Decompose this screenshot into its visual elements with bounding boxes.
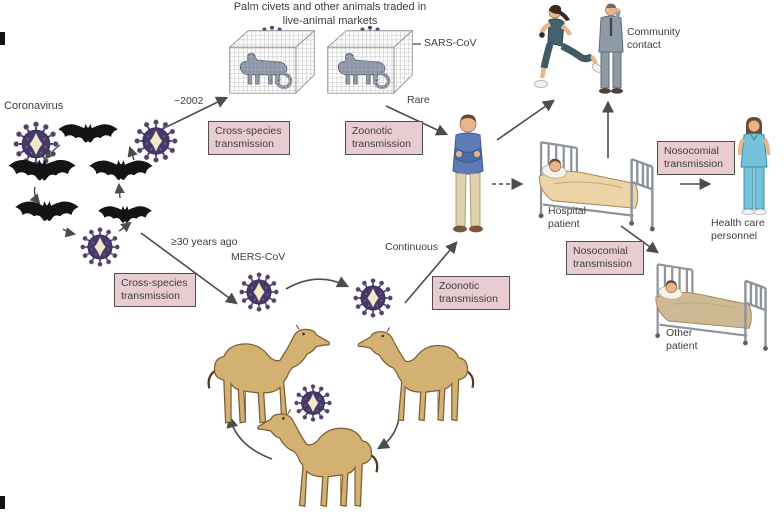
camel-icon — [256, 408, 379, 508]
cross-species-transmission-box: Cross-species transmission — [208, 121, 290, 156]
bat-icon — [15, 201, 79, 221]
palm-civets-caption: Palm civets and other animals traded in … — [233, 1, 427, 27]
arrow-bed-to-bed — [620, 225, 659, 254]
bat-icon — [98, 205, 152, 223]
virus-icon — [79, 226, 121, 268]
year-2002-label: ~2002 — [174, 95, 204, 107]
zoonotic-transmission-box: Zoonotic transmission — [345, 121, 423, 156]
mers-cov-label: MERS-CoV — [231, 251, 286, 263]
community-contact-label: Community contact — [627, 26, 681, 52]
businessman-icon — [597, 2, 625, 96]
arrow-bat-cycle-3 — [62, 227, 77, 238]
health-care-personnel-label: Health care personnel — [711, 217, 765, 243]
bat-icon — [58, 123, 118, 143]
virus-icon-mers — [352, 277, 394, 319]
arrow-bat-cycle-5 — [114, 182, 125, 199]
edge-artifact-mark — [0, 496, 5, 509]
bat-icon — [8, 159, 76, 181]
edge-artifact-mark — [0, 32, 5, 45]
caged-civet-icon — [226, 26, 318, 96]
arrow-30-years — [140, 232, 238, 305]
coronavirus-label: Coronavirus — [4, 100, 64, 112]
arrow-man-to-jogger — [496, 99, 555, 141]
infected-person-icon — [452, 113, 484, 233]
hospital-patient-label: Hospital patient — [548, 205, 586, 231]
arrow-continuous — [404, 241, 458, 304]
caged-civet-icon — [324, 26, 416, 96]
virus-icon-mers — [238, 271, 280, 313]
nosocomial-transmission-box: Nosocomial transmission — [657, 141, 735, 176]
rare-label: Rare — [407, 94, 430, 106]
nosocomial-transmission-box: Nosocomial transmission — [566, 241, 644, 276]
cross-species-transmission-box: Cross-species transmission — [114, 273, 196, 308]
arrow-camel-cycle-left — [226, 415, 273, 460]
nurse-icon — [737, 115, 771, 217]
arrow-rare — [385, 105, 449, 136]
arrow-bat-cycle-4 — [118, 221, 132, 233]
arrow-bat-cycle-6 — [127, 146, 138, 161]
continuous-label: Continuous — [385, 241, 439, 253]
sars-cov-label: SARS-CoV — [424, 37, 477, 49]
years-30-ago-label: ≥30 years ago — [171, 236, 238, 248]
other-patient-label: Other patient — [666, 327, 698, 353]
arrow-mers-hop — [285, 276, 350, 290]
bat-icon — [89, 160, 153, 180]
zoonotic-transmission-box: Zoonotic transmission — [432, 276, 510, 311]
arrow-bat-cycle-2 — [29, 186, 41, 205]
